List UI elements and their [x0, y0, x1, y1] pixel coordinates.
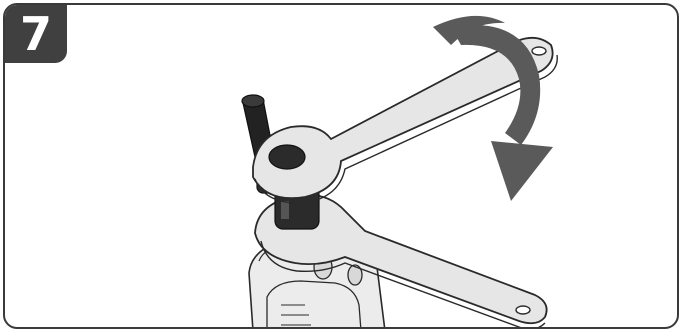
instruction-panel: 7 [3, 3, 679, 329]
wrench-illustration [5, 5, 679, 329]
step-badge: 7 [5, 5, 67, 63]
step-number: 7 [5, 5, 67, 63]
